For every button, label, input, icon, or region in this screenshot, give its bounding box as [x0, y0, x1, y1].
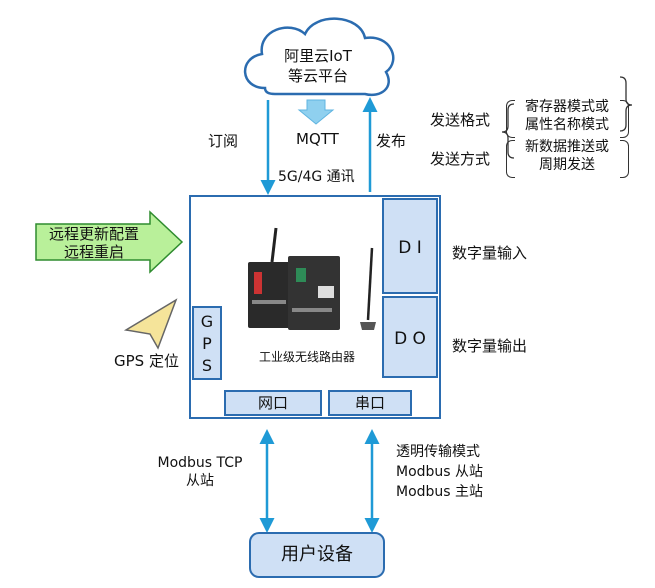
bracket-format-left — [501, 103, 515, 159]
send-format-opt1: 寄存器模式或 — [525, 99, 609, 115]
left-mode-line2: 从站 — [186, 473, 214, 489]
send-format-options: 寄存器模式或 属性名称模式 — [514, 98, 620, 134]
bracket-format-open — [506, 100, 515, 138]
send-mode-opt1: 新数据推送或 — [525, 139, 609, 155]
right-mode-line1: 透明传输模式 — [396, 444, 480, 460]
left-mode-line1: Modbus TCP — [157, 455, 243, 471]
bracket-format-close — [620, 100, 629, 138]
cloud-line1: 阿里云IoT — [284, 47, 352, 65]
gps-letter-g: G — [200, 312, 214, 331]
bracket-mode-open — [506, 140, 515, 178]
net-port-box: 网口 — [224, 390, 322, 416]
remote-line2: 远程重启 — [63, 243, 124, 261]
network-label: 5G/4G 通讯 — [278, 169, 355, 185]
right-mode-label: 透明传输模式 Modbus 从站 Modbus 主站 — [396, 442, 483, 502]
cloud-line2: 等云平台 — [287, 67, 348, 85]
send-format-label: 发送格式 — [430, 111, 491, 129]
bracket-format-right — [619, 76, 633, 132]
router-device-icon — [248, 227, 376, 330]
do-label: 数字量输出 — [452, 337, 528, 355]
send-format-opt2: 属性名称模式 — [525, 117, 609, 133]
right-mode-line2: Modbus 从站 — [396, 464, 484, 480]
serial-port-box: 串口 — [328, 390, 412, 416]
bracket-mode-close — [620, 140, 629, 178]
di-label: 数字量输入 — [452, 244, 528, 262]
gps-box: G P S — [192, 306, 222, 380]
cloud-label: 阿里云IoT 等云平台 — [258, 46, 378, 86]
gps-location-label: GPS 定位 — [114, 352, 179, 370]
send-mode-opt2: 周期发送 — [539, 157, 595, 173]
mqtt-label: MQTT — [296, 130, 339, 148]
user-device-box: 用户设备 — [249, 532, 385, 578]
left-mode-label: Modbus TCP 从站 — [140, 454, 260, 490]
send-mode-label: 发送方式 — [430, 150, 491, 168]
right-mode-line3: Modbus 主站 — [396, 484, 484, 500]
gps-letter-s: S — [201, 356, 213, 375]
remote-arrow-shape — [35, 210, 184, 274]
gps-letter-p: P — [202, 334, 212, 353]
do-box: D O — [382, 296, 438, 378]
router-caption: 工业级无线路由器 — [258, 350, 355, 364]
di-box: D I — [382, 198, 438, 294]
mqtt-arrow-icon — [297, 99, 335, 125]
gps-arrow-icon — [123, 298, 178, 350]
remote-line1: 远程更新配置 — [48, 225, 139, 243]
cloud-shape — [243, 17, 395, 97]
remote-label: 远程更新配置 远程重启 — [40, 225, 148, 261]
send-mode-options: 新数据推送或 周期发送 — [514, 138, 620, 174]
subscribe-label: 订阅 — [208, 132, 239, 150]
publish-label: 发布 — [376, 132, 407, 150]
